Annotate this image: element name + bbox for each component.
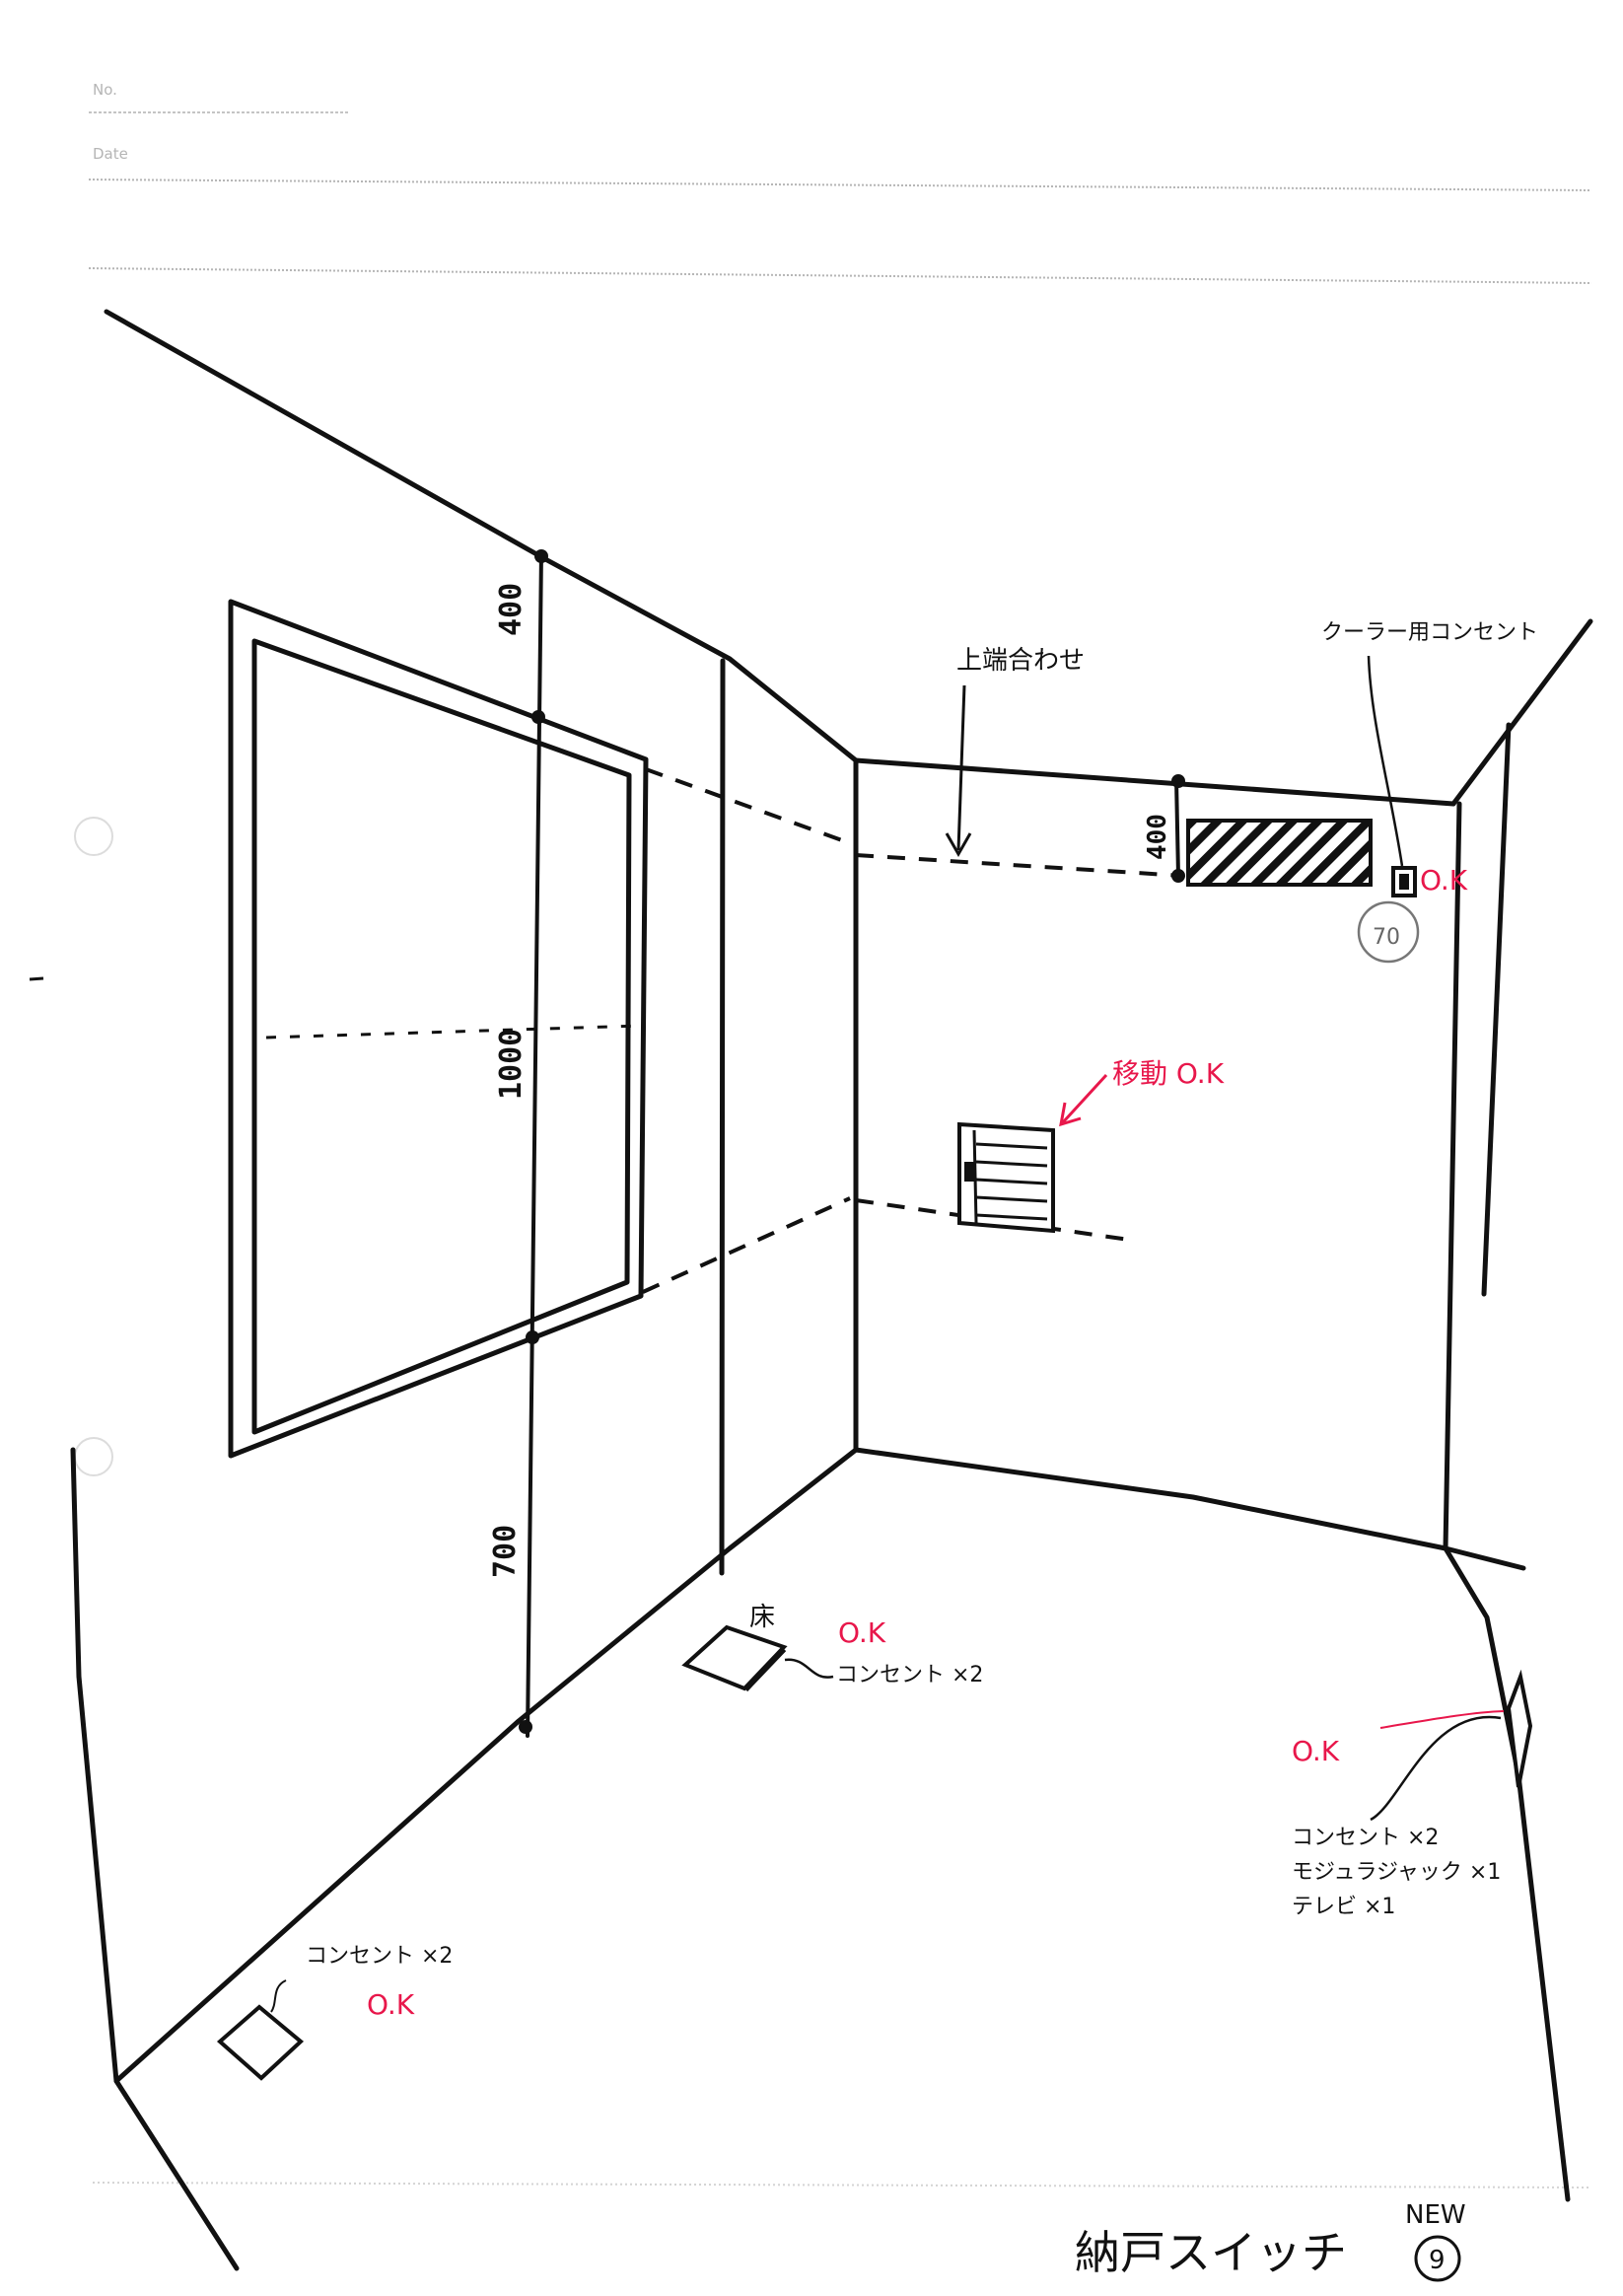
date-label: Date: [93, 145, 128, 163]
dim-back-wall-label: 400: [1143, 814, 1172, 860]
wall-outlet-right: [1370, 1669, 1533, 1822]
note-right-outlet-2: モジュラジャック ×1: [1292, 1860, 1501, 1885]
sheet-title: 納戸スイッチ: [1075, 2226, 1347, 2279]
ok-mark-right: O.K: [1292, 1735, 1340, 1767]
ok-mark-cooler: O.K: [1420, 864, 1468, 897]
window-centerline: [265, 1024, 642, 1040]
move-arrow: [1059, 1073, 1108, 1127]
no-label: No.: [93, 81, 117, 99]
note-wall-outlet-left: コンセント ×2: [306, 1944, 453, 1969]
memo-header: No. Date: [88, 81, 1592, 2188]
dim-top-label: 400: [494, 583, 529, 636]
note-floor-char: 床: [749, 1603, 775, 1632]
circled-number: [1357, 900, 1420, 964]
note-cooler-outlet: クーラー用コンセント: [1321, 620, 1538, 645]
new-label: NEW: [1405, 2200, 1466, 2230]
air-conditioner-unit: [1186, 819, 1373, 887]
binder-holes: [29, 817, 113, 1476]
floor-outlet: [681, 1624, 834, 1692]
switch-plate: [957, 1121, 1055, 1234]
note-floor-outlet: コンセント ×2: [836, 1663, 983, 1687]
ok-mark-floor: O.K: [838, 1616, 886, 1649]
wall-outlet-left: [216, 1979, 305, 2081]
cooler-leader-line: [1367, 655, 1404, 867]
align-arrow: [945, 684, 972, 858]
note-align-top: 上端合わせ: [956, 646, 1085, 676]
page-number-circle: [1414, 2235, 1461, 2282]
room-perspective: [70, 309, 1593, 2271]
window: [228, 599, 649, 1459]
note-circle-number: 70: [1373, 925, 1400, 950]
dim-bottom-label: 700: [488, 1525, 523, 1578]
back-wall-dimension: [1171, 774, 1185, 883]
dim-window-label: 1000: [494, 1029, 529, 1100]
note-right-outlet-1: コンセント ×2: [1292, 1826, 1439, 1850]
page-number: 9: [1429, 2246, 1446, 2275]
note-right-outlet-3: テレビ ×1: [1292, 1895, 1395, 1919]
ok-mark-left: O.K: [367, 1988, 415, 2021]
note-move-ok: 移動 O.K: [1112, 1057, 1225, 1090]
